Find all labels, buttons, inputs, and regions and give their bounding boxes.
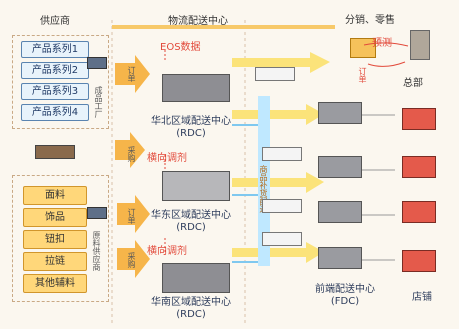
truck-icon-2 (255, 67, 295, 81)
yellow-flow-line-1 (232, 58, 317, 67)
forecast-arrow (363, 42, 409, 47)
product-series-4: 产品系列4 (21, 104, 89, 121)
product-series-3: 产品系列3 (21, 83, 89, 100)
arrow-label-2: 采购 (127, 146, 136, 162)
hq-label: 总部 (403, 78, 423, 89)
fdc-icon-3 (318, 201, 362, 223)
laptop-icon-2 (87, 207, 107, 219)
fdc-icon-2 (318, 156, 362, 178)
material-accessory: 饰品 (23, 208, 87, 227)
orange-arrow-3 (117, 195, 150, 233)
store-label: 店铺 (412, 292, 432, 303)
orange-arrow-1 (115, 55, 150, 93)
logistics-header: 物流配送中心 (168, 16, 228, 27)
fdc-icon-1 (318, 102, 362, 124)
eos-data-label: EOS数据 (160, 42, 201, 53)
material-supplier-box: 面料 饰品 钮扣 拉链 其他辅料 原料供应商 (12, 175, 109, 302)
material-fabric: 面料 (23, 186, 87, 205)
arrow-label-1: 订单 (127, 66, 136, 82)
arrow-label-3: 订单 (127, 208, 136, 224)
product-factory-label: 成品工厂 (94, 86, 103, 118)
east-dc-label: 华东区域配送中心 (RDC) (151, 210, 231, 233)
store-icon-3 (402, 201, 436, 223)
yellow-arrow-head-1 (310, 52, 330, 73)
material-button: 钮扣 (23, 230, 87, 249)
truck-icon (35, 145, 75, 159)
south-dc-label: 华南区域配送中心 (RDC) (151, 297, 231, 320)
store-icon-2 (402, 156, 436, 178)
east-dc-icon (162, 171, 230, 201)
yellow-flow-line-2 (232, 110, 312, 119)
retail-header: 分销、零售 (345, 15, 395, 26)
material-zipper: 拉链 (23, 252, 87, 271)
transit-label-2: 横向调剂 (147, 246, 187, 257)
product-series-1: 产品系列1 (21, 41, 89, 58)
truck-icon-3 (262, 147, 302, 161)
order-arrow (367, 61, 406, 67)
fdc-icon-4 (318, 247, 362, 269)
yellow-arrow-head-2 (306, 104, 324, 125)
yellow-arrow-head-3 (306, 172, 324, 193)
south-dc-icon (162, 263, 230, 293)
material-other: 其他辅料 (23, 274, 87, 293)
hq-building-icon (410, 30, 430, 60)
yellow-arrow-head-4 (306, 242, 324, 263)
orange-arrow-2 (115, 132, 145, 168)
truck-icon-4 (262, 199, 302, 213)
cyan-distribution-band (258, 96, 270, 266)
north-dc-icon (162, 74, 230, 102)
transit-label-1: 横向调剂 (147, 153, 187, 164)
store-icon-4 (402, 250, 436, 272)
supplier-header: 供应商 (40, 16, 70, 27)
material-supplier-label: 原料供应商 (92, 231, 101, 271)
laptop-icon (87, 57, 107, 69)
order-label-top: 订单 (358, 67, 367, 83)
arrow-label-4: 采购 (127, 252, 136, 268)
orange-arrow-4 (117, 240, 150, 278)
truck-icon-5 (262, 232, 302, 246)
store-icon-1 (402, 108, 436, 130)
yellow-flow-line-4 (232, 248, 312, 257)
north-dc-label: 华北区域配送中心 (RDC) (151, 116, 231, 139)
product-series-2: 产品系列2 (21, 62, 89, 79)
fdc-label: 前端配送中心 (FDC) (315, 284, 375, 307)
yellow-flow-line-3 (232, 178, 312, 187)
product-supplier-box: 产品系列1 产品系列2 产品系列3 产品系列4 成品工厂 (12, 35, 109, 129)
package-icon (350, 38, 376, 58)
center-replenishment-label: 商品补货配送 (259, 165, 268, 213)
